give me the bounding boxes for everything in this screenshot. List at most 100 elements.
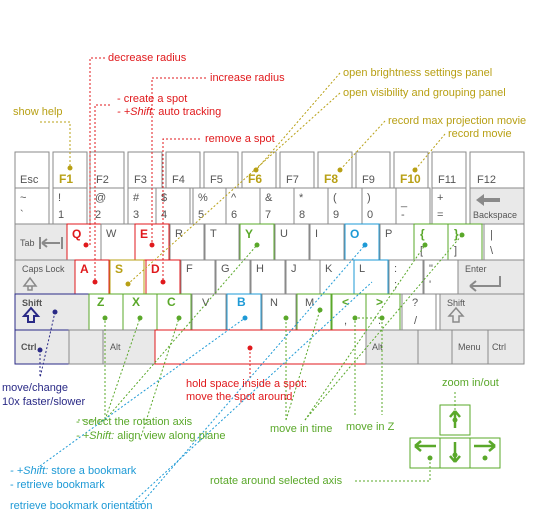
key-caps-lock: Caps Lock [22,264,65,274]
label-faster-slower: 10x faster/slower [2,396,86,408]
key-3-top: # [133,192,140,204]
key-pipe-top: | [490,229,493,241]
key-2-bottom: 2 [95,209,101,221]
label-align-view: - +Shift: align view along plane [76,430,226,443]
key-i: I [315,228,318,240]
key-5-bottom: 5 [198,209,204,221]
bottom-key-row: Ctrl Alt Alt Menu Ctrl [14,329,525,365]
label-show-help: show help [13,106,63,118]
key-f6: F6 [248,172,262,186]
key-f7: F7 [286,174,299,186]
shift-modifier-text: - +Shift: [117,106,156,118]
key-0-top: ) [367,192,371,204]
key-q: Q [72,227,81,241]
key-minus-bottom: - [401,209,405,221]
key-tilde-bottom: ` [20,209,24,221]
key-lt-top: < [342,295,349,309]
function-key-row: Esc F1 F2 F3 F4 F5 F6 F7 F8 F9 F10 F11 F… [14,151,525,189]
key-p: P [385,228,392,240]
key-plus-top: + [437,192,443,204]
key-y: Y [245,227,253,241]
key-9-top: ( [333,192,337,204]
enter-arrow-icon [469,276,501,292]
key-shift-left: Shift [22,298,42,308]
label-zoom-in-out: zoom in/out [442,377,499,389]
key-b: B [237,295,246,309]
key-question-bottom: / [414,315,418,327]
key-f1: F1 [59,172,73,186]
key-question-top: ? [412,297,418,309]
key-w: W [106,228,117,240]
key-7-bottom: 7 [265,209,271,221]
key-1-bottom: 1 [58,209,64,221]
label-move-change: move/change [2,382,69,394]
qwerty-key-row: Tab Q W E R T Y U I O P { [ } ] | \ [14,223,525,261]
key-4-bottom: 4 [161,209,167,221]
key-f4: F4 [172,174,185,186]
key-3-bottom: 3 [133,209,139,221]
key-0-bottom: 0 [367,209,373,221]
label-retrieve-orientation: retrieve bookmark orientation [10,500,153,512]
key-6-bottom: 6 [231,209,237,221]
backspace-arrow-icon [476,194,500,206]
key-colon-top: : [394,263,397,275]
shift-left-arrow-icon [21,306,41,323]
key-1-top: ! [58,192,61,204]
label-select-rotation-axis: - select the rotation axis [76,416,193,428]
label-increase-radius: increase radius [210,72,285,84]
label-move-in-z: move in Z [346,421,395,433]
label-rotate-selected-axis: rotate around selected axis [210,475,343,487]
key-g: G [221,263,230,275]
key-gt-top: > [376,295,383,309]
key-z: Z [97,295,104,309]
key-l: L [359,263,365,275]
key-f5: F5 [210,174,223,186]
arrow-right-icon [474,440,496,452]
key-plus-bottom: = [437,209,443,221]
key-minus-top: _ [400,196,408,208]
key-c: C [167,295,176,309]
key-f8: F8 [324,172,338,186]
key-f11: F11 [438,174,456,186]
label-retrieve-bookmark: - retrieve bookmark [10,479,105,491]
align-view-text: align view along plane [117,430,226,442]
key-a: A [80,262,89,276]
label-open-brightness: open brightness settings panel [343,67,493,79]
key-6-top: ^ [231,192,237,204]
lower-key-row: Shift Z X C V B N M < , > . ? / Shift [14,293,525,331]
label-move-spot-around: move the spot around [186,391,293,403]
key-e: E [140,227,148,241]
key-f12: F12 [477,174,496,186]
key-j: J [291,263,297,275]
key-pipe-bottom: \ [490,245,494,257]
key-f9: F9 [362,174,375,186]
caps-lock-arrow-icon [22,276,38,291]
key-m: M [305,297,314,309]
auto-tracking-text: auto tracking [158,106,222,118]
key-enter: Enter [465,264,487,274]
key-tab: Tab [20,238,35,248]
key-h: H [256,263,264,275]
key-s: S [115,262,123,276]
key-u: U [280,228,288,240]
key-9-bottom: 9 [333,209,339,221]
key-5-top: % [198,192,208,204]
label-hold-space: hold space inside a spot: [186,378,308,390]
number-key-row: ~ ` ! 1 @ 2 # 3 $ 4 % 5 ^ 6 & 7 * 8 ( 9 … [14,187,525,225]
label-record-max-projection: record max projection movie [388,115,527,127]
key-7-top: & [265,192,273,204]
key-x: X [132,295,140,309]
key-f: F [186,263,193,275]
arrow-left-icon [414,440,436,452]
key-t: T [210,228,217,240]
key-ctrl-right: Ctrl [492,342,506,352]
key-2-top: @ [95,192,106,204]
label-store-bookmark: - +Shift: store a bookmark [10,465,136,478]
key-n: N [270,297,278,309]
key-f10: F10 [400,172,421,186]
key-8-top: * [299,192,304,204]
key-d: D [151,262,160,276]
label-move-in-time: move in time [270,423,333,435]
